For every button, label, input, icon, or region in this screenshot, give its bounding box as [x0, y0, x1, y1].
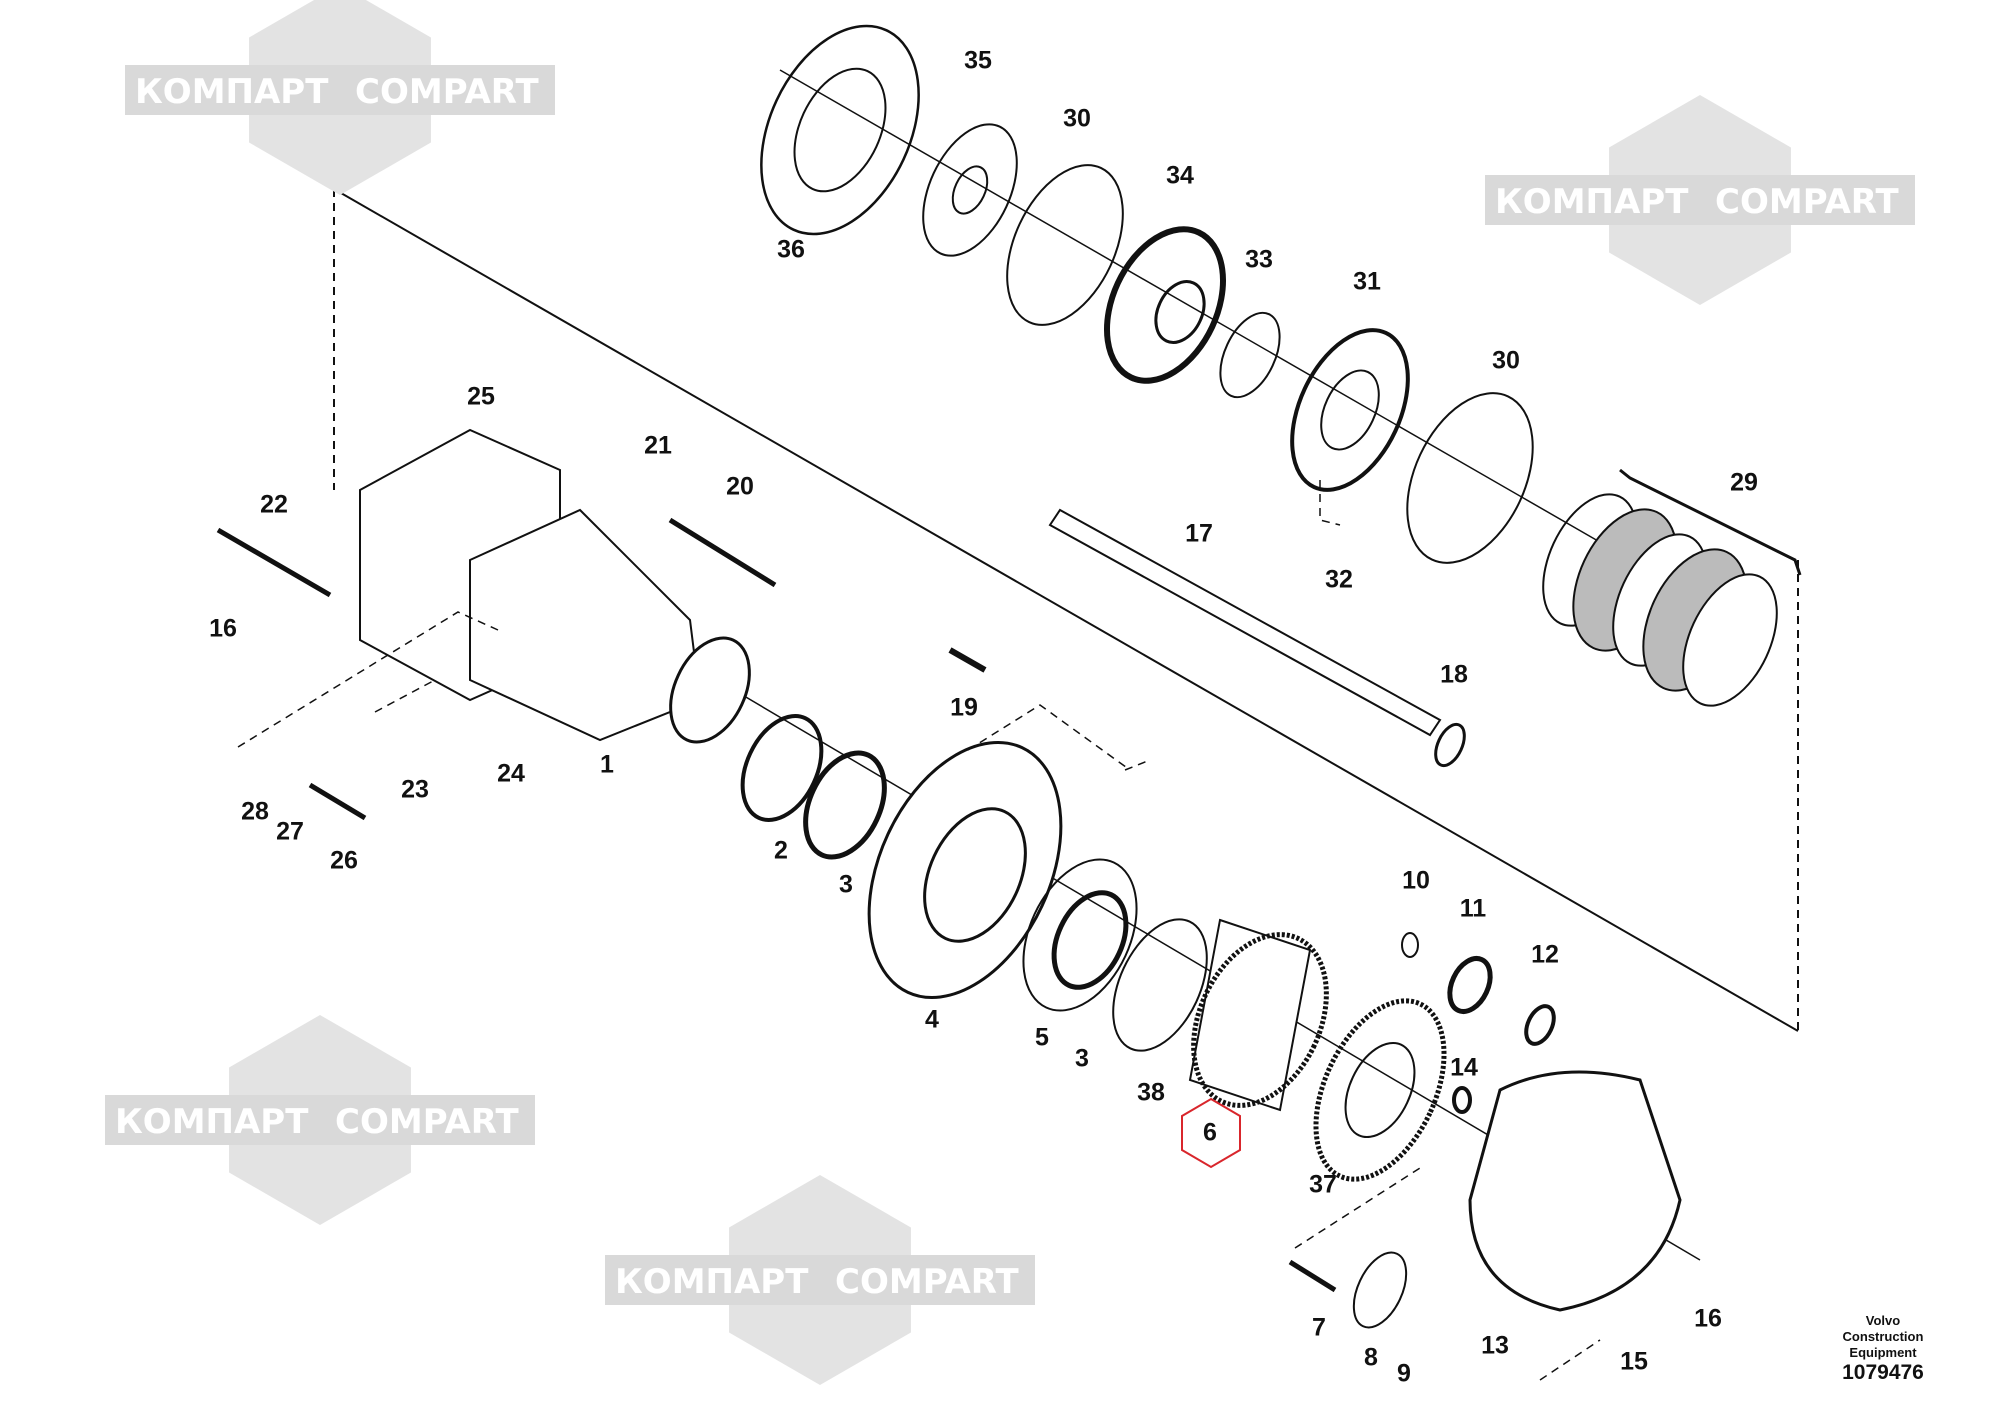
callout-1[interactable]: 1: [600, 750, 614, 779]
callout-21[interactable]: 21: [644, 431, 672, 460]
callout-25[interactable]: 25: [467, 382, 495, 411]
callout-23[interactable]: 23: [401, 775, 429, 804]
o-ring-30: [1006, 164, 1124, 326]
callout-3[interactable]: 3: [1075, 1044, 1089, 1073]
dashed-leaders: [237, 480, 1601, 1381]
planet-gear-11: [1447, 956, 1493, 1014]
bearing-3b: [1051, 890, 1129, 990]
drawing-number: 1079476: [1842, 1361, 1924, 1384]
callout-10[interactable]: 10: [1402, 866, 1430, 895]
brake-housing-bore: [793, 67, 887, 193]
plate-8: [1352, 1251, 1408, 1329]
shim-35: [922, 123, 1018, 257]
brake-housing: [760, 24, 920, 236]
ring-gear-6: [1188, 918, 1312, 1112]
bearing-3: [803, 750, 887, 860]
callout-24[interactable]: 24: [497, 759, 525, 788]
needle-bearing-12: [1524, 1004, 1556, 1046]
drawing-credit: Volvo Construction Equipment 1079476: [1825, 1313, 1942, 1384]
piston-34-hub: [1154, 280, 1206, 344]
callout-6[interactable]: 6: [1203, 1118, 1217, 1147]
spindle: [669, 636, 751, 744]
snap-ring-18: [1434, 722, 1466, 768]
wheel-hub-4: [867, 740, 1063, 1000]
callout-5[interactable]: 5: [1035, 1023, 1049, 1052]
callout-30[interactable]: 30: [1492, 346, 1520, 375]
disc-pack-29: [1542, 493, 1778, 707]
callout-31[interactable]: 31: [1353, 267, 1381, 296]
publisher-line-2: Equipment: [1849, 1345, 1917, 1360]
seal-2: [740, 714, 824, 822]
assembly-boundary-line: [333, 188, 1799, 1032]
highlight-hexagon: [1181, 1097, 1241, 1169]
bolt-22: [216, 527, 332, 598]
o-ring-30b: [1406, 392, 1534, 564]
bolt-20: [668, 517, 777, 588]
publisher-line-1: Volvo Construction: [1842, 1313, 1924, 1344]
plate-31: [1290, 328, 1410, 492]
callout-20[interactable]: 20: [726, 472, 754, 501]
callout-16[interactable]: 16: [1694, 1304, 1722, 1333]
washer-10: [1401, 932, 1419, 958]
callout-2[interactable]: 2: [774, 836, 788, 865]
callout-33[interactable]: 33: [1245, 245, 1273, 274]
sun-gear-37-hub: [1344, 1041, 1416, 1139]
axle-housing-1: [469, 508, 702, 742]
piston-34: [1103, 226, 1227, 384]
planet-carrier-13: [1468, 1070, 1682, 1312]
callout-37[interactable]: 37: [1309, 1170, 1337, 1199]
callout-4[interactable]: 4: [925, 1005, 939, 1034]
shim-5: [1022, 858, 1138, 1012]
callout-8[interactable]: 8: [1364, 1343, 1378, 1372]
callout-17[interactable]: 17: [1185, 519, 1213, 548]
callout-15[interactable]: 15: [1620, 1347, 1648, 1376]
callout-30[interactable]: 30: [1063, 104, 1091, 133]
o-ring-33: [1219, 311, 1281, 399]
callout-36[interactable]: 36: [777, 235, 805, 264]
plate-31-bore: [1320, 369, 1380, 451]
callout-11[interactable]: 11: [1459, 894, 1487, 923]
callout-26[interactable]: 26: [330, 846, 358, 875]
callout-12[interactable]: 12: [1531, 940, 1559, 969]
callout-28[interactable]: 28: [241, 797, 269, 826]
callout-38[interactable]: 38: [1137, 1078, 1165, 1107]
callout-22[interactable]: 22: [260, 490, 288, 519]
bolt-26: [308, 782, 367, 821]
sun-gear-37: [1313, 998, 1447, 1182]
stud-7: [1288, 1259, 1337, 1293]
callout-16[interactable]: 16: [209, 614, 237, 643]
callout-3[interactable]: 3: [839, 870, 853, 899]
wheel-hub-4-bore: [923, 807, 1027, 943]
callout-35[interactable]: 35: [964, 46, 992, 75]
washer-14: [1452, 1086, 1472, 1114]
callout-34[interactable]: 34: [1166, 161, 1194, 190]
shim-35-bore: [951, 165, 989, 215]
callout-32[interactable]: 32: [1325, 565, 1353, 594]
stud-19: [948, 647, 987, 673]
callout-13[interactable]: 13: [1481, 1331, 1509, 1360]
bracket-29: [1619, 468, 1802, 576]
callout-29[interactable]: 29: [1730, 468, 1758, 497]
ring-gear-6-teeth: [1191, 932, 1329, 1108]
callout-9[interactable]: 9: [1397, 1359, 1411, 1388]
callout-19[interactable]: 19: [950, 693, 978, 722]
snap-ring-38: [1112, 918, 1208, 1052]
callout-18[interactable]: 18: [1440, 660, 1468, 689]
callout-14[interactable]: 14: [1450, 1053, 1478, 1082]
callout-27[interactable]: 27: [276, 817, 304, 846]
callout-7[interactable]: 7: [1312, 1313, 1326, 1342]
shaft-17: [1048, 508, 1442, 737]
